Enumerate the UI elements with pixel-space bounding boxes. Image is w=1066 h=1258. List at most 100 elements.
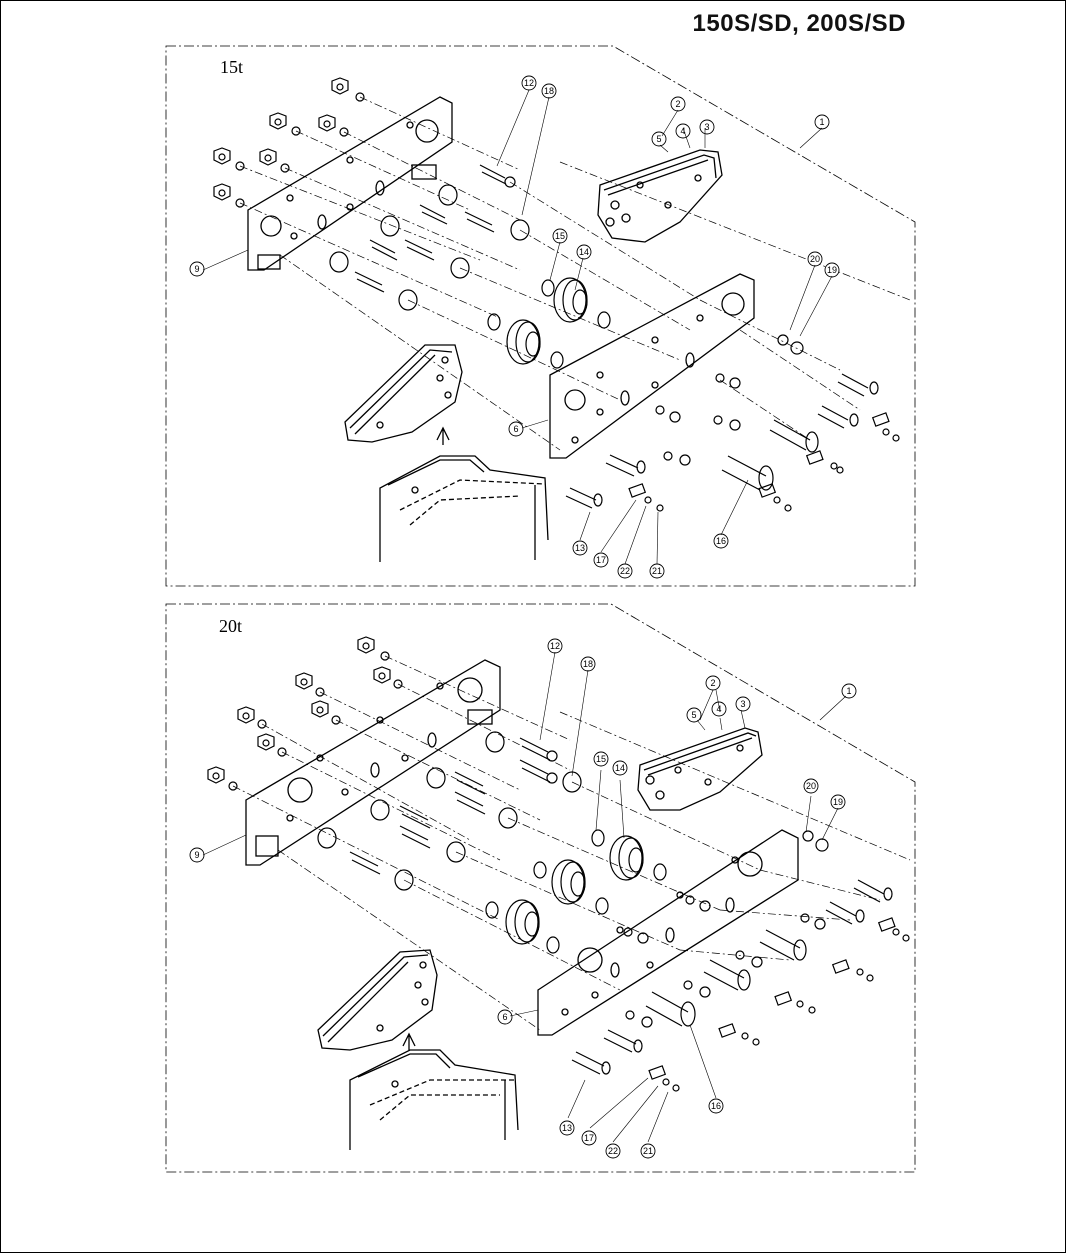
callout-bubble [830, 794, 846, 810]
fork-bracket-lower [317, 949, 438, 1051]
callout-9: 9 [189, 261, 205, 277]
callout-12: 12 [547, 638, 563, 654]
callout-5: 5 [651, 131, 667, 147]
callout-bubble [189, 847, 205, 863]
callout-bubble [497, 1009, 513, 1025]
callout-number: 17 [596, 555, 606, 565]
callout-number: 15 [596, 754, 606, 764]
callout-bubble [713, 533, 729, 549]
nut-set-left [213, 77, 365, 208]
side-plate-left [247, 96, 453, 271]
nut-set-left [207, 636, 403, 791]
side-plate-right [549, 273, 755, 459]
callout-2: 2 [670, 96, 686, 112]
callout-12: 12 [521, 75, 537, 91]
hex-nut [269, 112, 287, 130]
callout-bubble [699, 119, 715, 135]
callout-5: 5 [686, 707, 702, 723]
callout-bubble [576, 244, 592, 260]
panel-label: 15t [220, 57, 243, 77]
callout-number: 19 [833, 797, 843, 807]
callout-22: 22 [605, 1143, 621, 1159]
callout-number: 14 [615, 763, 625, 773]
pin-keeper-set [571, 830, 910, 1092]
callout-number: 3 [740, 699, 745, 709]
fork-carriage [349, 1049, 519, 1150]
model-title: 150S/SD, 200S/SD [692, 10, 906, 37]
hex-nut [207, 766, 225, 784]
panel-label: 20t [219, 616, 242, 636]
callout-bubble [640, 1143, 656, 1159]
callout-number: 22 [620, 566, 630, 576]
callout-22: 22 [617, 563, 633, 579]
hex-nut [259, 148, 277, 166]
callout-number: 1 [846, 686, 851, 696]
hex-nut [331, 77, 349, 95]
callout-bubble [593, 552, 609, 568]
fork-bracket-upper [637, 727, 763, 811]
callout-number: 21 [652, 566, 662, 576]
callout-bubble [814, 114, 830, 130]
callout-number: 9 [194, 850, 199, 860]
callout-4: 4 [711, 701, 727, 717]
callout-number: 13 [562, 1123, 572, 1133]
callout-number: 12 [524, 78, 534, 88]
callout-bubble [605, 1143, 621, 1159]
hex-nut [237, 706, 255, 724]
callout-bubble [675, 123, 691, 139]
callout-bubble [841, 683, 857, 699]
callout-3: 3 [735, 696, 751, 712]
callout-18: 18 [580, 656, 596, 672]
callout-bubble [735, 696, 751, 712]
callout-bubble [670, 96, 686, 112]
callout-number: 17 [584, 1133, 594, 1143]
callout-number: 20 [806, 781, 816, 791]
panel-20t: 20t [165, 603, 916, 1173]
callout-number: 20 [810, 254, 820, 264]
callout-1: 1 [814, 114, 830, 130]
callout-bubble [593, 751, 609, 767]
side-plate-left [245, 659, 501, 866]
callout-2: 2 [705, 675, 721, 691]
callout-3: 3 [699, 119, 715, 135]
callout-number: 15 [555, 231, 565, 241]
hex-nut [257, 733, 275, 751]
callout-bubble [711, 701, 727, 717]
callout-number: 5 [691, 710, 696, 720]
callout-1: 1 [841, 683, 857, 699]
callout-number: 18 [544, 86, 554, 96]
fork-bracket-upper [597, 149, 723, 243]
callout-number: 6 [502, 1012, 507, 1022]
callout-number: 13 [575, 543, 585, 553]
assembly-leader-lines [232, 655, 911, 1031]
hex-nut [318, 114, 336, 132]
callout-number: 3 [704, 122, 709, 132]
callout-18: 18 [541, 83, 557, 99]
callout-6: 6 [508, 421, 524, 437]
hex-nut [213, 147, 231, 165]
callout-leaders [202, 89, 833, 565]
callout-number: 4 [716, 704, 721, 714]
callout-bubble [686, 707, 702, 723]
callout-bubble [572, 540, 588, 556]
callout-bubble [807, 251, 823, 267]
hex-nut [295, 672, 313, 690]
callout-bubble [612, 760, 628, 776]
callout-20: 20 [807, 251, 823, 267]
side-plate-right [537, 829, 799, 1036]
callout-21: 21 [649, 563, 665, 579]
callout-number: 14 [579, 247, 589, 257]
shaft-roller-set [329, 164, 611, 369]
callout-number: 16 [711, 1101, 721, 1111]
callout-bubble [581, 1130, 597, 1146]
hex-nut [311, 700, 329, 718]
callout-19: 19 [830, 794, 846, 810]
callout-14: 14 [612, 760, 628, 776]
callout-14: 14 [576, 244, 592, 260]
callout-number: 18 [583, 659, 593, 669]
callout-number: 6 [513, 424, 518, 434]
fork-bracket-lower [344, 344, 463, 445]
callout-number: 16 [716, 536, 726, 546]
callout-number: 1 [819, 117, 824, 127]
